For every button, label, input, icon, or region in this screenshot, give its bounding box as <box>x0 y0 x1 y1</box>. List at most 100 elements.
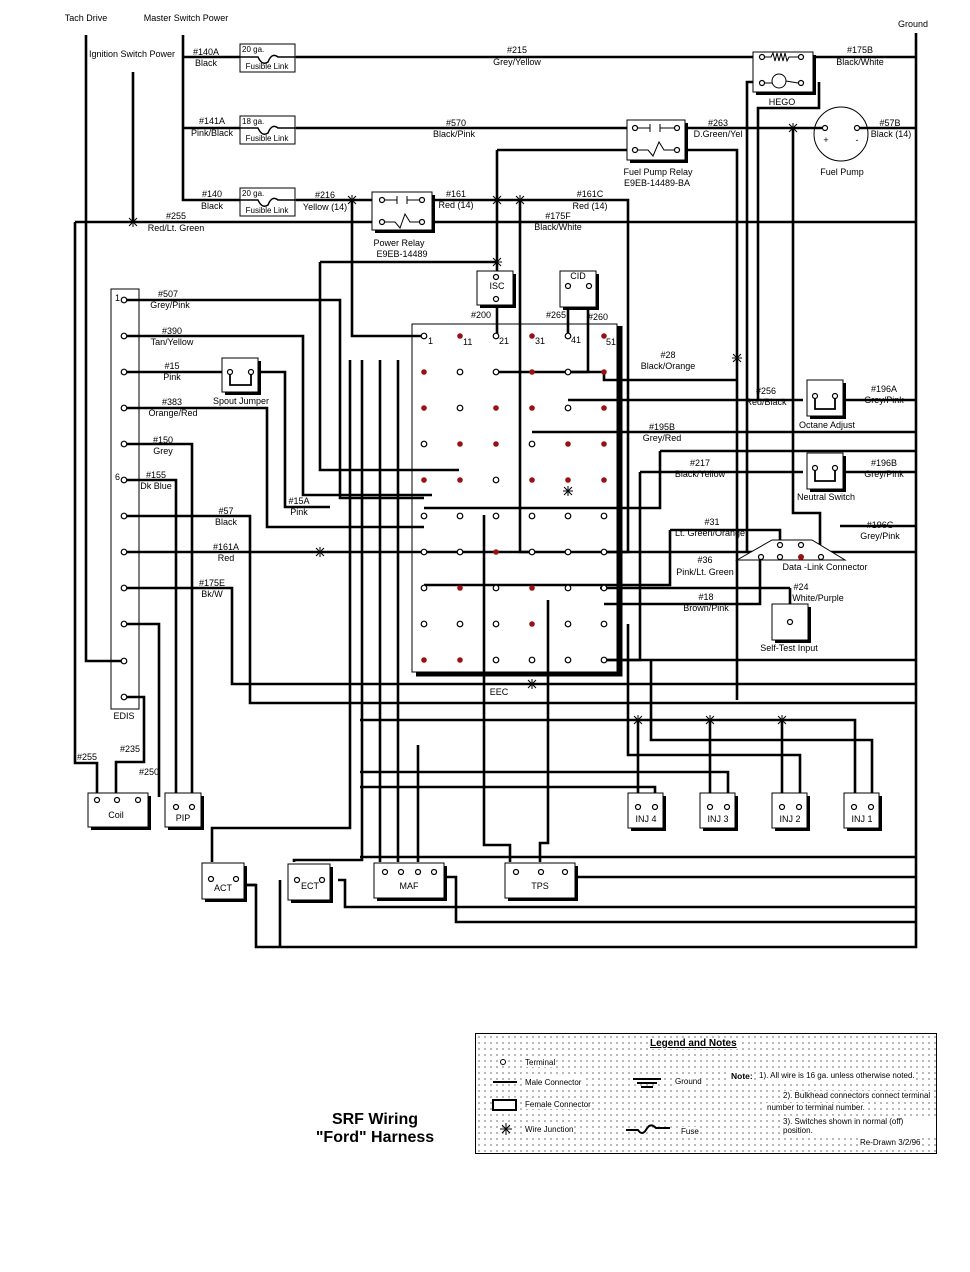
wire-label: #15A <box>288 496 309 506</box>
injectors <box>627 792 882 831</box>
eec-terminal <box>600 656 608 664</box>
note-2-cont: number to terminal number. <box>766 1103 866 1112</box>
component-label: Fuel Pump <box>820 167 864 177</box>
fl3-label: Fusible Link <box>246 206 290 215</box>
note-1: 1). All wire is 16 ga. unless otherwise … <box>758 1071 916 1080</box>
wire-junction-icon <box>515 195 525 205</box>
eec-terminal <box>492 620 500 628</box>
w140a-num: #140A <box>193 47 219 57</box>
wire-label: Black (14) <box>871 129 912 139</box>
wire-label: Lt. Green/Orange <box>675 528 745 538</box>
coil-pack <box>87 792 151 830</box>
redrawn-date: Re-Drawn 3/2/96 <box>859 1138 922 1147</box>
wire-label: White/Purple <box>792 593 844 603</box>
wire-label: #383 <box>162 397 182 407</box>
eec-terminal <box>420 332 428 340</box>
tach-drive-label: Tach Drive <box>65 13 108 23</box>
male-connector-icon <box>493 1081 517 1083</box>
eec-unused-pin <box>421 477 427 483</box>
female-connector-icon <box>492 1099 517 1111</box>
edis-terminal <box>120 404 128 412</box>
master-switch-label: Master Switch Power <box>144 13 229 23</box>
wire-junction-icon <box>705 715 715 725</box>
eec-terminal <box>528 512 536 520</box>
w141a-color: Pink/Black <box>191 128 234 138</box>
component-label: Neutral Switch <box>797 492 855 502</box>
wire-label: D.Green/Yel <box>694 129 743 139</box>
wire-label: Grey/Yellow <box>493 57 541 67</box>
eec-terminal <box>456 548 464 556</box>
wire-label: Red/Black <box>745 397 787 407</box>
eec-terminal <box>492 476 500 484</box>
wire-label: #507 <box>158 289 178 299</box>
tps-sensor <box>504 862 578 901</box>
wire-label: Red/Lt. Green <box>148 223 205 233</box>
eec-terminal <box>564 620 572 628</box>
wire-label: #265 <box>546 310 566 320</box>
ground-label: Ground <box>898 19 928 29</box>
eec-unused-pin <box>493 441 499 447</box>
w141a-num: #141A <box>199 116 225 126</box>
eec-unused-pin <box>529 585 535 591</box>
fuse-icon <box>626 1124 670 1134</box>
neutral-switch <box>806 452 846 492</box>
legend-item-male-connector: Male Connector <box>524 1078 583 1087</box>
wire-label: Orange/Red <box>148 408 197 418</box>
wire-label: #196C <box>867 520 894 530</box>
pin-label: 1 <box>115 293 120 303</box>
eec-unused-pin <box>529 477 535 483</box>
wire-label: Brown/Pink <box>683 603 729 613</box>
edis-terminal <box>120 693 128 701</box>
fusible-link-140A <box>239 43 296 73</box>
eec-terminal <box>492 512 500 520</box>
eec-unused-pin <box>493 405 499 411</box>
wire-label: #195B <box>649 422 675 432</box>
wire-label: #36 <box>697 555 712 565</box>
ground-icon <box>633 1078 661 1088</box>
wire-label: #150 <box>153 435 173 445</box>
edis-terminal <box>120 620 128 628</box>
eec-terminal <box>420 620 428 628</box>
component-label: Self-Test Input <box>760 643 818 653</box>
eec-unused-pin <box>601 369 607 375</box>
wire-label: Black/White <box>534 222 582 232</box>
act-sensor <box>201 862 247 902</box>
maf-sensor <box>373 862 447 901</box>
component-label: Data -Link Connector <box>782 562 867 572</box>
wire-label: Grey/Pink <box>864 395 904 405</box>
eec-terminal <box>564 368 572 376</box>
component-label: ACT <box>214 883 233 893</box>
wire-label: #57B <box>879 118 900 128</box>
eec-terminal <box>492 332 500 340</box>
eec-terminal <box>564 404 572 412</box>
component-label: INJ 1 <box>851 814 872 824</box>
w140-num: #140 <box>202 189 222 199</box>
component-label: ISC <box>489 281 505 291</box>
eec-terminal <box>456 368 464 376</box>
pin-label: 51 <box>606 337 616 347</box>
pin-label: 6 <box>115 472 120 482</box>
component-label: Coil <box>108 810 124 820</box>
eec-terminal <box>600 584 608 592</box>
power-relay <box>371 191 435 233</box>
wire-junction-icon <box>527 679 537 689</box>
fusible-link-141A <box>239 115 296 145</box>
wire-label: Yellow (14) <box>303 202 347 212</box>
component-label: CID <box>570 271 586 281</box>
fl2-label: Fusible Link <box>246 134 290 143</box>
wire-label: #215 <box>507 45 527 55</box>
wire-label: #260 <box>588 312 608 322</box>
eec-unused-pin <box>601 405 607 411</box>
wire-junction-icon <box>315 547 325 557</box>
fl2-gauge: 18 ga. <box>242 117 264 126</box>
eec-unused-pin <box>529 405 535 411</box>
wire-label: #31 <box>704 517 719 527</box>
component-label: INJ 4 <box>635 814 656 824</box>
eec-unused-pin <box>565 441 571 447</box>
labels: Tach Drive Master Switch Power Ignition … <box>65 13 928 893</box>
eec-terminal <box>564 656 572 664</box>
legend-heading: Legend and Notes <box>649 1038 738 1049</box>
component-label: PIP <box>176 813 191 823</box>
wire-label: #256 <box>756 386 776 396</box>
eec-terminal <box>564 332 572 340</box>
